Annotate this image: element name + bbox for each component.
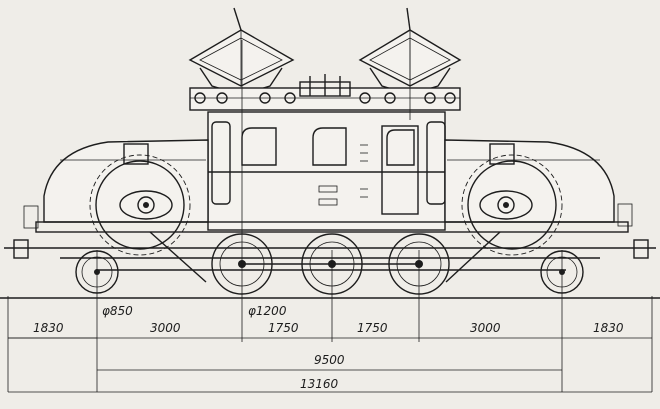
dim-1750-second: 1750: [357, 321, 388, 335]
driving-wheel-diameter: φ1200: [248, 304, 287, 318]
cab: [207, 111, 446, 231]
carrying-wheel-diameter: φ850: [102, 304, 133, 318]
pantograph-left: [188, 7, 295, 93]
dim-3000-front: 3000: [150, 321, 181, 335]
dim-1830-front: 1830: [33, 321, 64, 335]
drive-disc-left: [89, 154, 191, 256]
hood-left: [23, 139, 209, 229]
centre-lines: [7, 40, 653, 392]
dim-wheelbase-total: 9500: [314, 353, 345, 367]
dim-overall-length: 13160: [300, 377, 339, 391]
hood-right: [444, 139, 633, 227]
drive-disc-right: [461, 154, 563, 256]
roof: [189, 74, 461, 111]
dim-3000-rear: 3000: [470, 321, 501, 335]
dimension-lines: [8, 337, 652, 393]
dim-1830-rear: 1830: [593, 321, 624, 335]
dim-1750-first: 1750: [268, 321, 299, 335]
frame: [4, 221, 656, 283]
